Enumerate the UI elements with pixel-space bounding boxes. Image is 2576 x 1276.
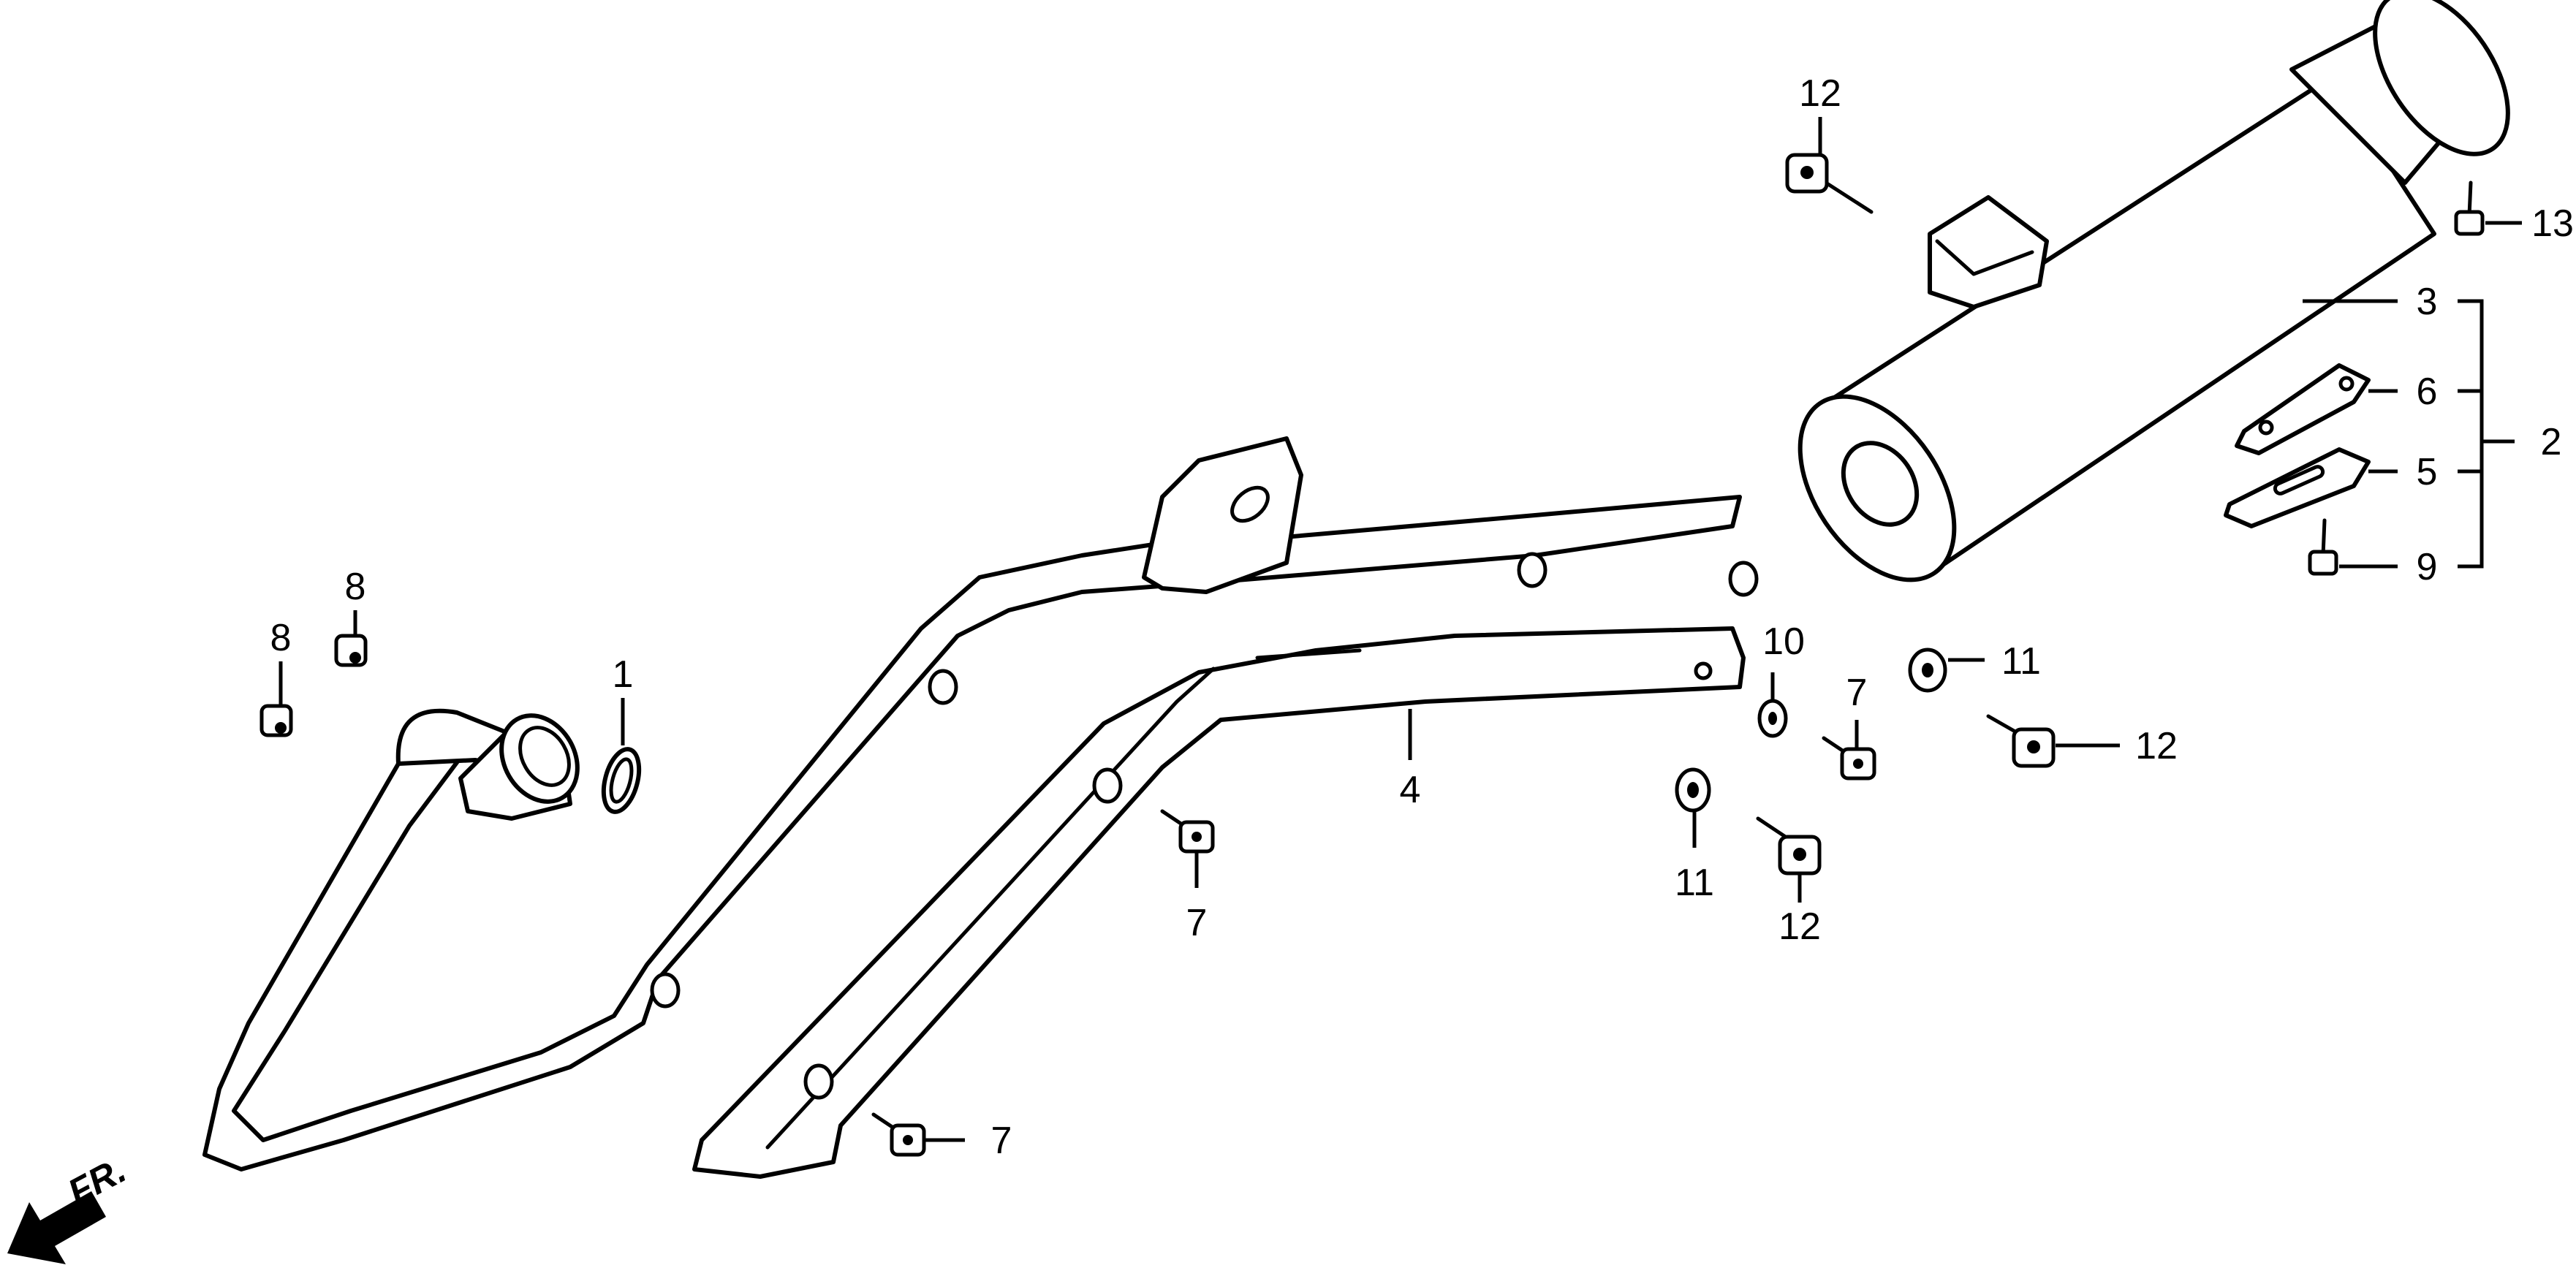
exhaust-pipe: [202, 436, 1759, 1171]
callout-2: 2: [2541, 421, 2562, 463]
bolt-9: [2308, 518, 2338, 576]
callout-6: 6: [2417, 371, 2438, 413]
callout-1: 1: [613, 653, 634, 696]
collar-10: [1757, 699, 1788, 738]
muffler: [1797, 0, 2510, 582]
callout-9: 9: [2417, 546, 2438, 588]
callout-8-upper: 8: [345, 566, 366, 608]
joint-nut-upper: [334, 634, 368, 667]
bolt-7-right: [1822, 736, 1876, 781]
callout-5: 5: [2417, 451, 2438, 493]
callout-12-lower: 12: [1778, 905, 1821, 948]
callout-3: 3: [2417, 281, 2438, 323]
plate-6: [2235, 363, 2371, 455]
callout-11-upper: 11: [2001, 640, 2041, 683]
bolt-12-top: [1785, 153, 1874, 214]
gasket: [601, 747, 642, 814]
bolt-13: [2454, 181, 2485, 236]
callout-10: 10: [1762, 620, 1805, 663]
callout-12-top: 12: [1799, 72, 1841, 115]
bolt-12-lower: [1756, 816, 1822, 876]
joint-nut-lower: [260, 704, 293, 737]
heat-shield: [692, 626, 1746, 1179]
bolt-7-center: [1160, 809, 1215, 854]
callout-11-lower: 11: [1675, 862, 1714, 904]
plate-5: [2224, 447, 2371, 528]
front-direction-arrow: [7, 1191, 106, 1264]
callout-12-right: 12: [2135, 725, 2178, 767]
leader-lines: [279, 117, 2522, 1142]
washer-11-lower: [1675, 767, 1711, 813]
callout-8-lower: 8: [270, 617, 292, 659]
washer-11-upper: [1908, 648, 1947, 693]
bolt-7-bottom: [871, 1112, 926, 1157]
callout-7-center: 7: [1186, 902, 1208, 944]
callout-7-bottom: 7: [991, 1120, 1012, 1162]
callout-13: 13: [2531, 202, 2574, 245]
callout-4: 4: [1400, 769, 1421, 811]
bolt-12-right: [1986, 714, 2056, 768]
callout-7-right: 7: [1846, 672, 1868, 714]
